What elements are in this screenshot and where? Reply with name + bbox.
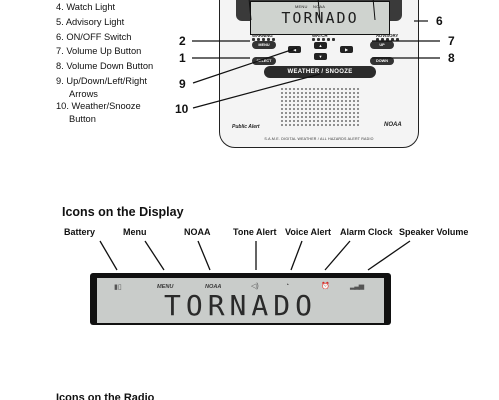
pointer-speaker-volume	[367, 240, 411, 271]
left-arrow-button[interactable]: ◀	[288, 46, 301, 53]
speaker-volume-label: Speaker Volume	[399, 227, 469, 237]
callout-number-9: 9	[179, 77, 186, 91]
battery-icon: ▮▯	[114, 284, 122, 291]
radio-icons-heading: Icons on the Radio	[56, 392, 155, 400]
pointer-alarm-clock	[324, 240, 351, 271]
legend-item: 4. Watch Light	[56, 2, 116, 12]
legend-item: 5. Advisory Light	[56, 17, 125, 27]
legend-item: 6. ON/OFF Switch	[56, 32, 132, 42]
voice-alert-label: Voice Alert	[285, 227, 332, 237]
icons-section-title: Icons on the Display	[62, 205, 184, 219]
right-arrow-button[interactable]: ▶	[340, 46, 353, 53]
voice-alert-icon: ◔	[285, 282, 290, 289]
weather-radio-illustration: MENU NOAA TORNADO WARNING WATCH ADVISORY…	[219, 0, 419, 148]
legend-item: 7. Volume Up Button	[56, 46, 142, 56]
advisory-light	[376, 38, 399, 41]
alarm-clock-icon: ⏰	[321, 283, 330, 290]
menu-button[interactable]: MENU	[252, 41, 276, 49]
tone-alert-label: Tone Alert	[233, 227, 277, 237]
battery-label: Battery	[64, 227, 96, 237]
speaker-grille	[280, 87, 360, 127]
public-alert-logo: Public Alert	[232, 124, 260, 130]
down-arrow-button[interactable]: ▼	[314, 53, 327, 60]
lcd-menu-label: MENU	[295, 4, 308, 9]
display-alert-text: TORNADO	[163, 289, 317, 322]
watch-label: WATCH	[312, 33, 328, 38]
menu-label: Menu	[123, 227, 147, 237]
pointer-battery	[99, 240, 118, 271]
pointer-noaa	[197, 240, 211, 271]
callout-number-1: 1	[179, 51, 186, 65]
pointer-menu	[144, 240, 165, 271]
weather-snooze-button[interactable]: WEATHER / SNOOZE	[264, 66, 376, 78]
callout-number-10: 10	[175, 102, 189, 116]
legend-item: 8. Volume Down Button	[56, 61, 154, 71]
radio-lcd-text: TORNADO	[281, 9, 359, 27]
warning-light	[252, 38, 275, 41]
alert-label-strip: WARNING WATCH ADVISORY	[230, 33, 410, 43]
warning-label: WARNING	[252, 33, 273, 38]
noaa-logo: NOAA	[384, 122, 402, 128]
up-arrow-button[interactable]: ▲	[314, 42, 327, 49]
tone-alert-icon: ◁)	[251, 283, 259, 290]
advisory-label: ADVISORY	[376, 33, 399, 38]
alarm-clock-label: Alarm Clock	[340, 227, 393, 237]
radio-lcd: MENU NOAA TORNADO	[250, 1, 390, 35]
pointer-voice-alert	[290, 240, 303, 271]
callout-number-8: 8	[448, 51, 455, 65]
callout-number-2: 2	[179, 34, 186, 48]
volume-up-button[interactable]: UP	[370, 41, 394, 49]
callout-number-7: 7	[448, 34, 455, 48]
display-lcd	[97, 278, 384, 323]
watch-light	[312, 38, 335, 41]
select-button[interactable]: SELECT	[252, 57, 276, 65]
callout-number-6: 6	[436, 14, 443, 28]
radio-caption: S.A.M.E. DIGITAL WEATHER / ALL HAZARDS A…	[264, 137, 374, 141]
volume-down-button[interactable]: DOWN	[370, 57, 394, 65]
noaa-label: NOAA	[184, 227, 211, 237]
display-menu-indicator: MENU	[157, 284, 174, 290]
speaker-volume-icon: ▂▃▅	[350, 283, 364, 290]
display-noaa-indicator: NOAA	[205, 284, 222, 290]
